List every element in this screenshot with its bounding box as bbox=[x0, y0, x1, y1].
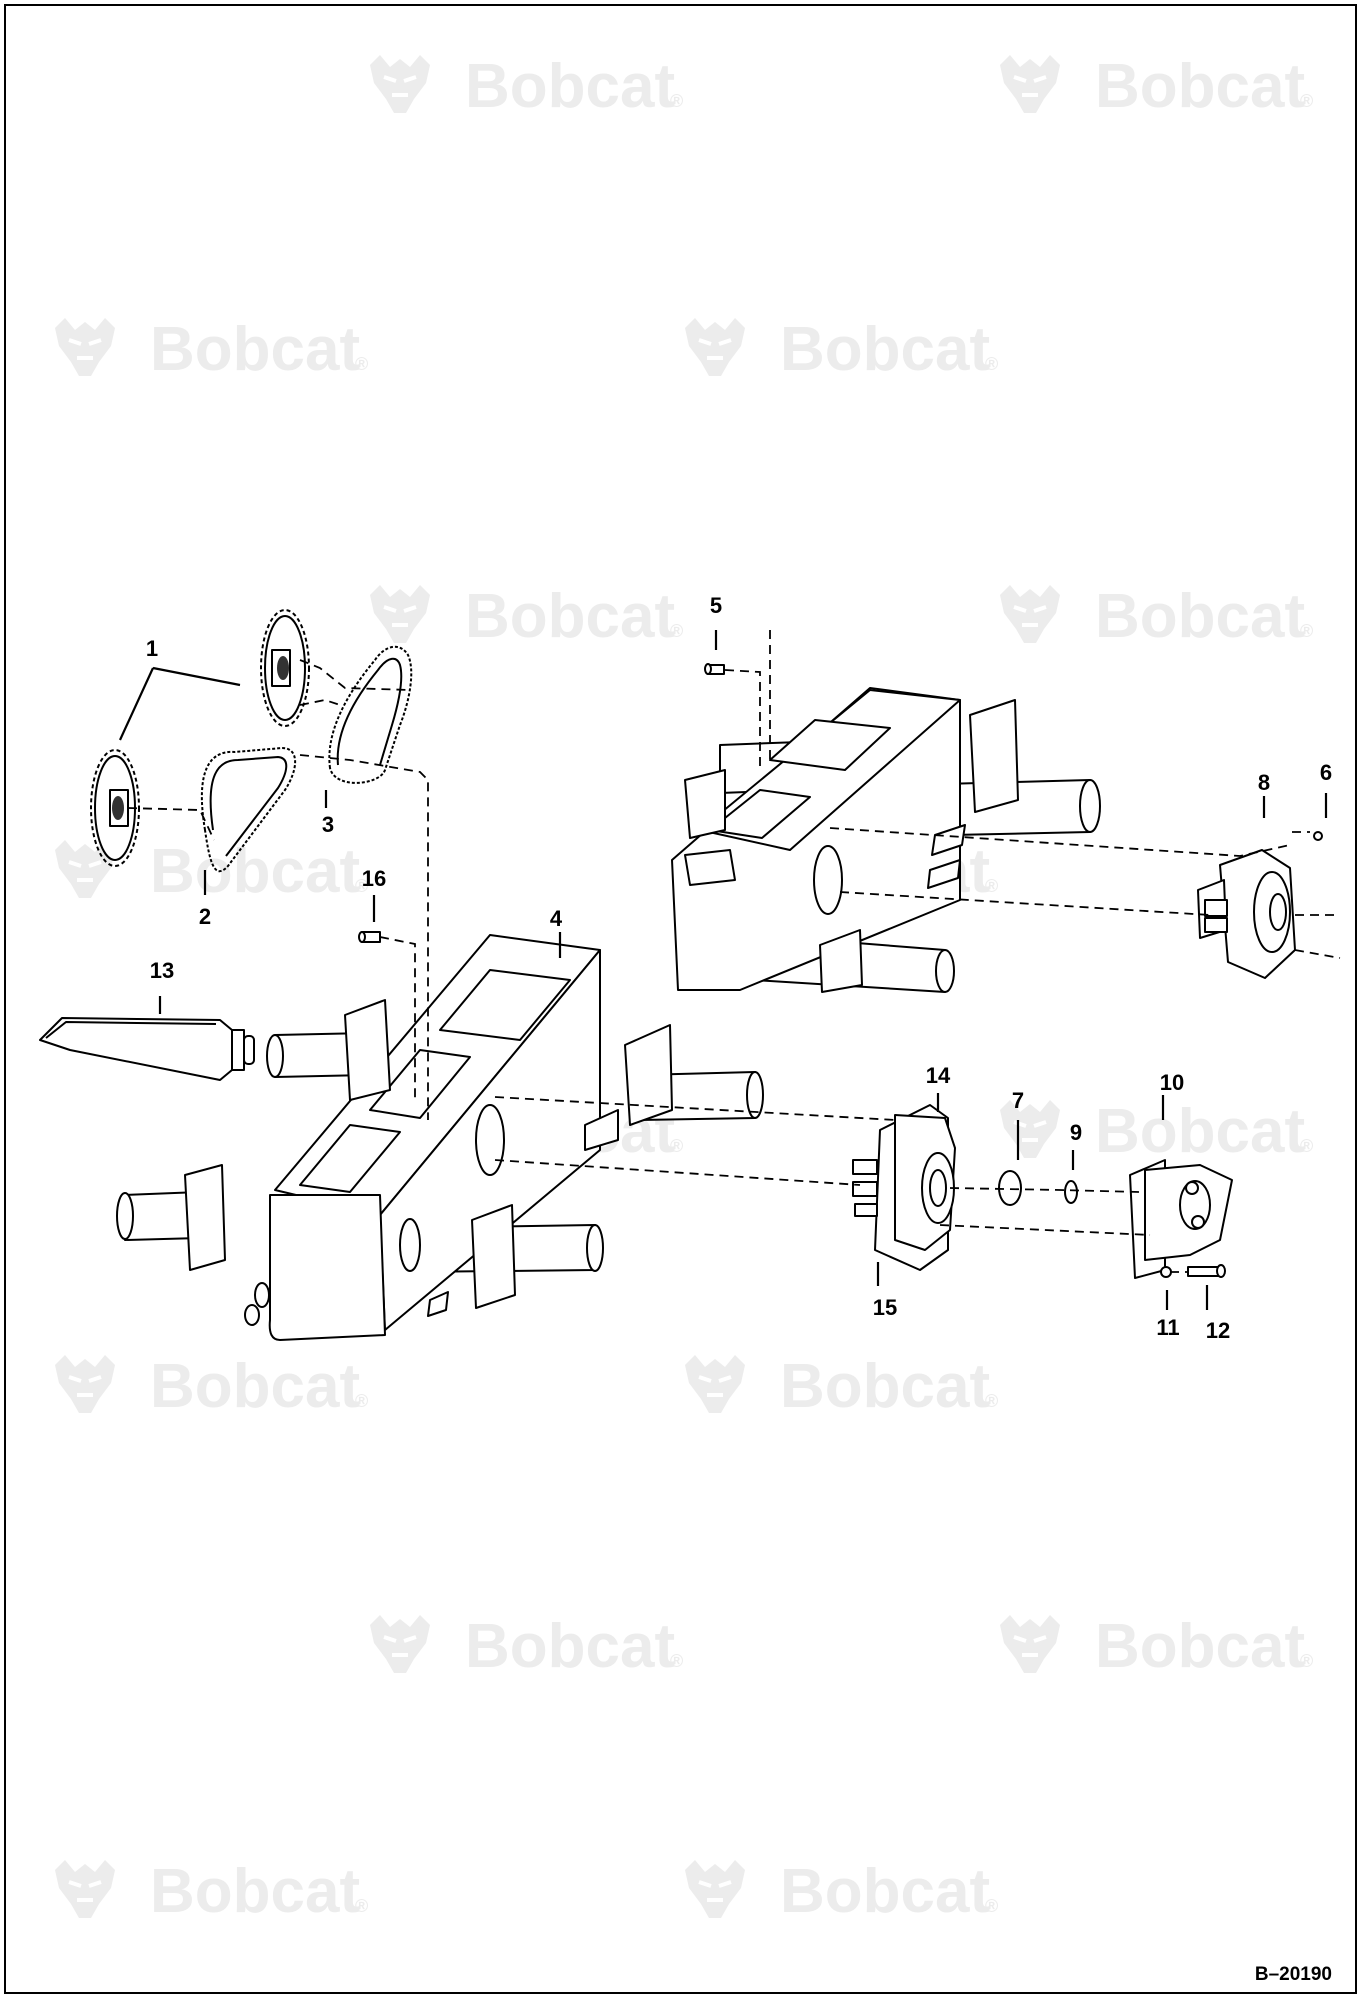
watermark: Bobcat ® bbox=[53, 1352, 368, 1421]
bobcat-logo-icon bbox=[998, 53, 1062, 115]
watermark-text: Bobcat bbox=[150, 1352, 360, 1421]
watermark-text: Bobcat bbox=[150, 315, 360, 384]
watermark: Bobcat ® bbox=[683, 1352, 998, 1421]
figure-id: B–20190 bbox=[1255, 1964, 1332, 1985]
callout-12: 12 bbox=[1206, 1318, 1230, 1343]
watermark: Bobcat ® bbox=[368, 52, 683, 121]
callout-7: 7 bbox=[1012, 1088, 1024, 1113]
bobcat-logo-icon bbox=[368, 583, 432, 645]
washer bbox=[1160, 1266, 1172, 1278]
watermark: Bobcat ® bbox=[368, 1612, 683, 1681]
callout-labels: 1 2 3 4 5 6 7 8 9 10 11 12 13 14 15 16 bbox=[146, 593, 1332, 1343]
sprocket-lower bbox=[90, 749, 140, 867]
callout-5: 5 bbox=[710, 593, 722, 618]
callout-4: 4 bbox=[550, 906, 563, 931]
bobcat-logo-icon bbox=[683, 316, 747, 378]
watermark-mark: ® bbox=[355, 876, 368, 896]
drive-motor-lower bbox=[1129, 1159, 1233, 1279]
bolt-16 bbox=[358, 931, 381, 943]
bobcat-logo-icon bbox=[368, 53, 432, 115]
watermark-text: Bobcat bbox=[780, 1352, 990, 1421]
bobcat-logo-icon bbox=[53, 1353, 117, 1415]
diagram-frame bbox=[4, 4, 1357, 1994]
callout-9: 9 bbox=[1070, 1120, 1082, 1145]
bobcat-logo-icon bbox=[998, 1613, 1062, 1675]
watermark-text: Bobcat bbox=[150, 837, 360, 906]
watermark: Bobcat ® bbox=[368, 582, 683, 651]
bobcat-logo-icon bbox=[998, 583, 1062, 645]
sprocket-upper bbox=[260, 609, 310, 727]
o-ring-large bbox=[998, 1170, 1022, 1206]
watermark-text: Bobcat bbox=[465, 1612, 675, 1681]
leader-lines bbox=[119, 630, 1328, 1310]
bobcat-logo-icon bbox=[683, 1353, 747, 1415]
watermark: Bobcat ® bbox=[998, 1612, 1313, 1681]
bobcat-logo-icon bbox=[368, 1613, 432, 1675]
watermark: Bobcat ® bbox=[998, 1097, 1313, 1166]
callout-1: 1 bbox=[146, 636, 158, 661]
upper-axle-frame bbox=[671, 687, 1101, 993]
callout-11: 11 bbox=[1156, 1315, 1179, 1340]
watermark-text: Bobcat bbox=[1095, 582, 1305, 651]
drive-motor-upper bbox=[1197, 849, 1296, 979]
watermark-mark: ® bbox=[1300, 1136, 1313, 1156]
assembly-lines bbox=[127, 630, 1341, 1273]
watermark-text: Bobcat bbox=[1095, 52, 1305, 121]
watermark: Bobcat ® bbox=[53, 315, 368, 384]
watermark: Bobcat ® bbox=[53, 837, 368, 906]
watermark-text: Bobcat bbox=[780, 315, 990, 384]
callout-3: 3 bbox=[322, 812, 334, 837]
bobcat-logo-icon bbox=[998, 1098, 1062, 1160]
callout-15: 15 bbox=[873, 1295, 897, 1320]
watermark-mark: ® bbox=[985, 876, 998, 896]
callout-2: 2 bbox=[199, 904, 211, 929]
watermark-mark: ® bbox=[355, 1896, 368, 1916]
washer-6 bbox=[1313, 831, 1323, 841]
drive-chain-3 bbox=[328, 645, 413, 784]
watermark-mark: ® bbox=[355, 354, 368, 374]
main-axle-frame bbox=[116, 934, 764, 1341]
watermark-mark: ® bbox=[355, 1391, 368, 1411]
watermark-mark: ® bbox=[670, 621, 683, 641]
watermark-mark: ® bbox=[1300, 1651, 1313, 1671]
callout-10: 10 bbox=[1160, 1070, 1184, 1095]
watermark-text: Bobcat bbox=[1095, 1097, 1305, 1166]
watermark-text: Bobcat bbox=[465, 582, 675, 651]
watermark-mark: ® bbox=[985, 1391, 998, 1411]
watermark: Bobcat ® bbox=[53, 1857, 368, 1926]
callout-14: 14 bbox=[926, 1063, 951, 1088]
watermark-text: Bobcat bbox=[465, 52, 675, 121]
bobcat-logo-icon bbox=[53, 1858, 117, 1920]
bolt-5 bbox=[704, 663, 725, 675]
watermark-mark: ® bbox=[985, 354, 998, 374]
o-ring-small bbox=[1064, 1180, 1078, 1204]
watermark-mark: ® bbox=[670, 1651, 683, 1671]
mounting-bolt bbox=[1187, 1264, 1226, 1278]
drive-chain-2 bbox=[200, 747, 297, 873]
bobcat-logo-icon bbox=[683, 1858, 747, 1920]
watermark-mark: ® bbox=[670, 1136, 683, 1156]
watermark: Bobcat ® bbox=[683, 315, 998, 384]
watermark: Bobcat ® bbox=[998, 52, 1313, 121]
watermark-mark: ® bbox=[1300, 621, 1313, 641]
sealant-tube bbox=[39, 1017, 255, 1081]
watermark: Bobcat ® bbox=[998, 582, 1313, 651]
watermark-text: Bobcat bbox=[780, 1857, 990, 1926]
callout-6: 6 bbox=[1320, 760, 1332, 785]
watermark-mark: ® bbox=[985, 1896, 998, 1916]
watermark-mark: ® bbox=[670, 91, 683, 111]
watermark-text: Bobcat bbox=[1095, 1612, 1305, 1681]
watermark: Bobcat ® bbox=[683, 1857, 998, 1926]
callout-8: 8 bbox=[1258, 770, 1270, 795]
hub-assembly bbox=[852, 1104, 956, 1271]
bobcat-logo-icon bbox=[53, 316, 117, 378]
callout-13: 13 bbox=[150, 958, 174, 983]
watermark-mark: ® bbox=[1300, 91, 1313, 111]
callout-16: 16 bbox=[362, 866, 386, 891]
watermark-text: Bobcat bbox=[150, 1857, 360, 1926]
